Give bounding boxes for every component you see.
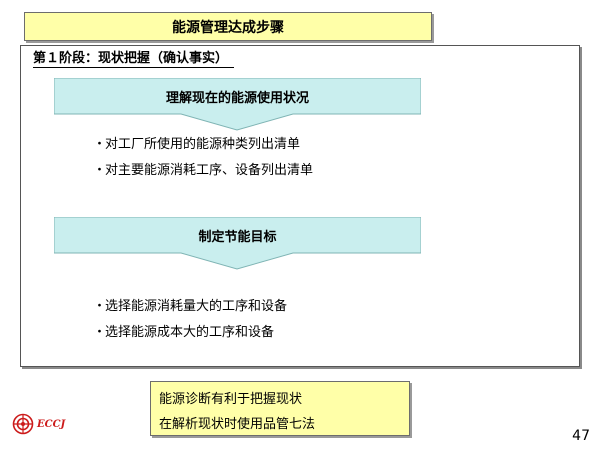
- eccj-logo-icon: [12, 413, 34, 435]
- bullet-dot: ・: [93, 163, 107, 178]
- down-arrow-icon: [54, 217, 421, 270]
- bullet-dot: ・: [93, 325, 107, 340]
- step1-bullet-2: ・对主要能源消耗工序、设备列出清单: [93, 159, 313, 178]
- phase-label: 第１阶段：现状把握（确认事实）: [33, 51, 235, 68]
- bullet-dot: ・: [93, 299, 107, 314]
- note-box: 能源诊断有利于把握现状 在解析现状时使用品管七法: [150, 381, 410, 436]
- down-arrow-icon: [54, 78, 421, 131]
- note-line-2: 在解析现状时使用品管七法: [159, 417, 316, 432]
- slide-title: 能源管理达成步骤: [172, 19, 284, 36]
- page-number: 47: [572, 428, 590, 444]
- step1-heading: 理解现在的能源使用状况: [165, 90, 309, 106]
- step2-bullet-2: ・选择能源成本大的工序和设备: [93, 321, 274, 340]
- slide-title-box: 能源管理达成步骤: [24, 12, 432, 41]
- step2-bullet-1: ・选择能源消耗量大的工序和设备: [93, 295, 287, 314]
- note-line-1: 能源诊断有利于把握现状: [159, 392, 303, 407]
- bullet-text: 对主要能源消耗工序、设备列出清单: [105, 163, 314, 178]
- main-frame: 第１阶段：现状把握（确认事实） 理解现在的能源使用状况 ・对工厂所使用的能源种类…: [20, 45, 580, 367]
- step1-bullet-1: ・对工厂所使用的能源种类列出清单: [93, 133, 300, 152]
- bullet-text: 对工厂所使用的能源种类列出清单: [105, 137, 301, 152]
- bullet-text: 选择能源成本大的工序和设备: [105, 325, 275, 340]
- step2-heading: 制定节能目标: [198, 229, 277, 245]
- bullet-dot: ・: [93, 137, 107, 152]
- eccj-logo: ECCJ: [12, 413, 65, 435]
- logo-text: ECCJ: [37, 418, 66, 430]
- bullet-text: 选择能源消耗量大的工序和设备: [105, 299, 288, 314]
